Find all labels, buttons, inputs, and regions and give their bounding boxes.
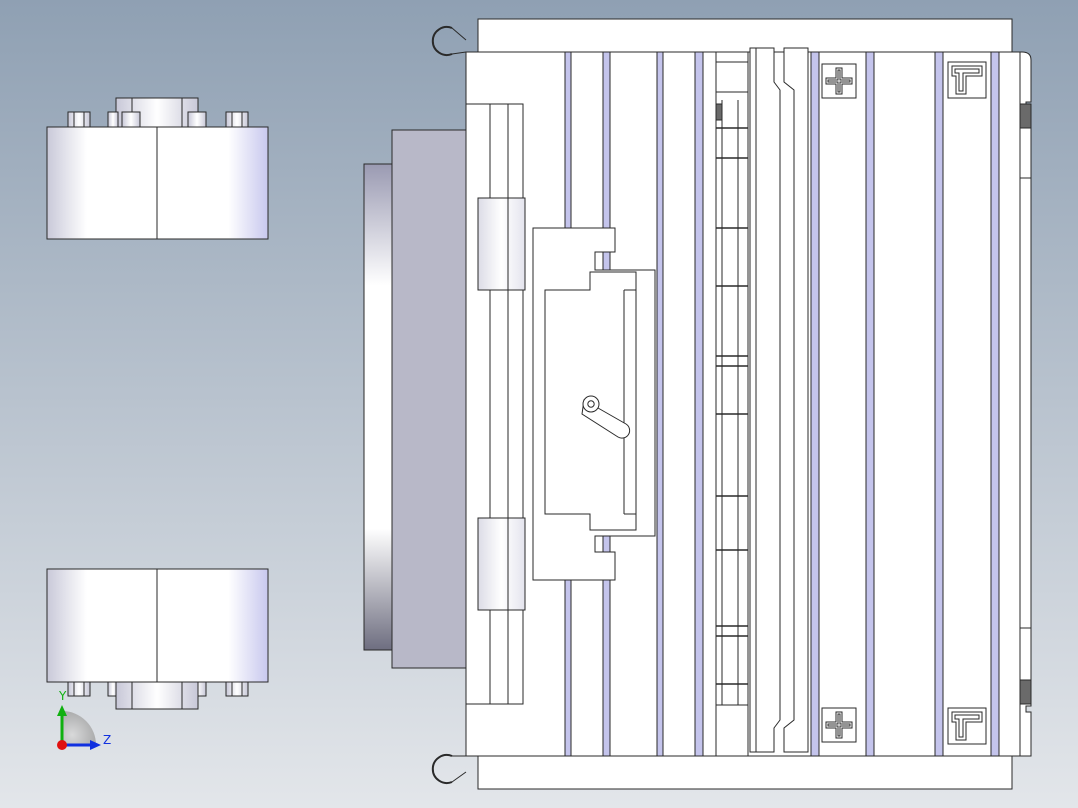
hinge-block-lower[interactable] xyxy=(477,517,526,611)
axis-triad[interactable]: Y Z xyxy=(57,689,111,750)
cylinder-part-top[interactable] xyxy=(46,97,269,240)
cross-bolt-icon-top xyxy=(821,63,857,99)
rail-ticks xyxy=(716,127,748,685)
triad-disk xyxy=(62,711,96,745)
t-slot-icon-top xyxy=(947,61,987,99)
t-slot-icon-bottom xyxy=(947,707,987,745)
y-axis-label: Y xyxy=(58,689,67,703)
cylinder-part-bottom[interactable] xyxy=(46,568,269,710)
cross-bolt-icon-bottom xyxy=(821,707,857,743)
z-axis-label: Z xyxy=(103,733,111,747)
mold-assembly[interactable] xyxy=(363,18,1032,790)
lifting-hook-bottom[interactable] xyxy=(431,754,453,784)
hinge-block-upper[interactable] xyxy=(477,197,526,291)
lifting-hook-top[interactable] xyxy=(431,26,453,56)
angle-pin[interactable] xyxy=(581,395,631,439)
x-axis-dot xyxy=(57,740,67,750)
locating-ring[interactable] xyxy=(363,163,395,651)
clamp-plate[interactable] xyxy=(391,129,467,669)
